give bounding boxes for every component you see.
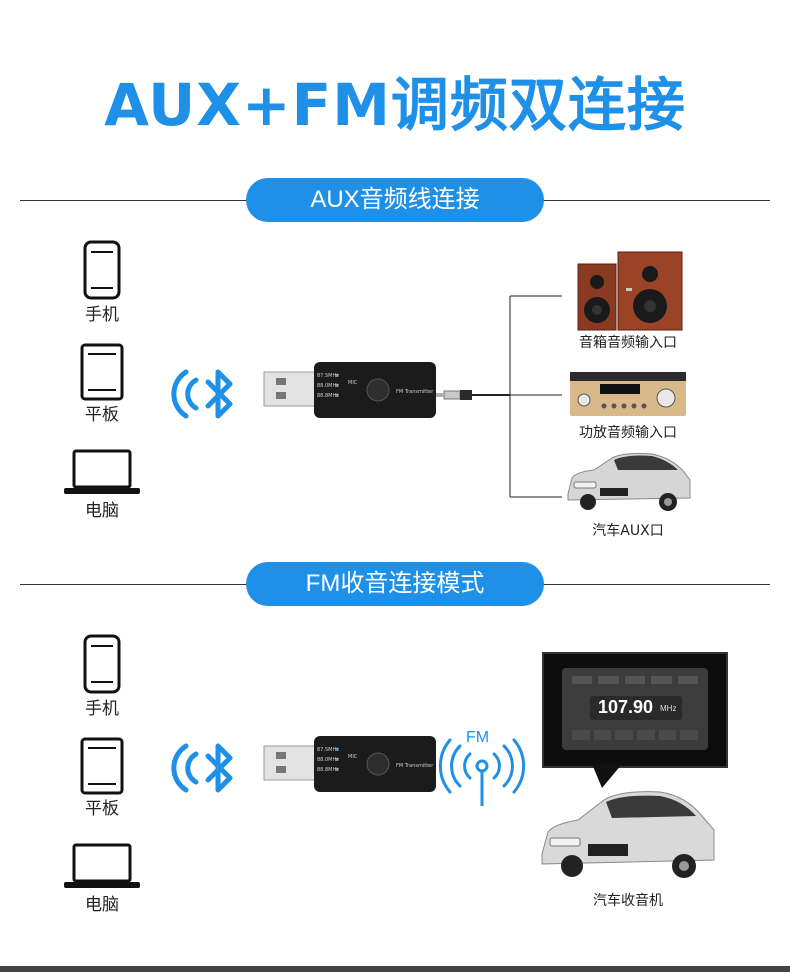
device-tablet: 平板 xyxy=(62,343,142,425)
output-amplifier: 功放音频输入口 xyxy=(566,370,690,442)
freq-line-1: 87.5MHz xyxy=(317,373,339,379)
output-car-aux: 汽车AUX口 xyxy=(560,448,696,540)
output-label: 音箱音频输入口 xyxy=(579,335,677,351)
freq-line-2: 88.0MHz xyxy=(317,383,339,389)
speaker-icon xyxy=(577,251,683,331)
device-tablet: 平板 xyxy=(62,737,142,819)
divider-right xyxy=(540,200,770,201)
laptop-icon xyxy=(64,843,140,888)
car-radio-screen: 107.90 MHz xyxy=(542,652,728,768)
brand-text: FM Transmitter xyxy=(396,389,434,395)
device-label: 电脑 xyxy=(85,501,119,521)
freq-line-1: 87.5MHz xyxy=(317,747,339,753)
device-laptop: 电脑 xyxy=(62,842,142,915)
amplifier-icon xyxy=(570,372,686,416)
fm-broadcast: FM xyxy=(438,724,526,810)
fm-transmitter-dongle: 87.5MHz 88.0MHz 88.8MHz MIC FM Transmitt… xyxy=(262,722,442,802)
divider-left xyxy=(20,584,250,585)
fm-broadcast-icon: FM xyxy=(438,729,526,806)
tablet-icon xyxy=(80,343,124,401)
fm-label: FM xyxy=(466,729,489,746)
output-label: 汽车收音机 xyxy=(593,893,663,909)
brand-text: FM Transmitter xyxy=(396,763,434,769)
output-car-radio: 汽车收音机 xyxy=(536,784,720,910)
device-label: 平板 xyxy=(85,405,119,425)
device-laptop: 电脑 xyxy=(62,448,142,521)
phone-icon xyxy=(83,634,121,694)
mic-label: MIC xyxy=(348,754,358,760)
freq-line-3: 88.8MHz xyxy=(317,393,339,399)
bluetooth-icon xyxy=(171,369,233,419)
section-fm-header: FM收音连接模式 xyxy=(246,562,544,606)
divider-left xyxy=(20,200,250,201)
device-label: 平板 xyxy=(85,799,119,819)
radio-unit: MHz xyxy=(660,704,677,713)
audio-cable-branches xyxy=(436,295,562,498)
car-icon xyxy=(567,453,691,511)
output-label: 汽车AUX口 xyxy=(592,523,664,539)
freq-line-3: 88.8MHz xyxy=(317,767,339,773)
device-phone: 手机 xyxy=(62,634,142,719)
laptop-icon xyxy=(64,449,140,494)
bluetooth-icon xyxy=(171,743,233,793)
radio-frequency: 107.90 xyxy=(598,697,654,717)
radio-display: 107.90 MHz xyxy=(562,668,708,750)
bluetooth-signal xyxy=(170,362,242,426)
bluetooth-signal xyxy=(170,736,242,800)
output-speakers: 音箱音频输入口 xyxy=(566,248,690,352)
bottom-border xyxy=(0,966,790,972)
device-label: 手机 xyxy=(85,305,119,325)
radio-preset-row xyxy=(572,730,699,740)
divider-right xyxy=(540,584,770,585)
radio-button-row xyxy=(572,676,699,684)
fm-transmitter-dongle: 87.5MHz 88.0MHz 88.8MHz MIC FM Transmitt… xyxy=(262,348,442,428)
screen-pointer xyxy=(592,764,622,788)
device-label: 电脑 xyxy=(85,895,119,915)
phone-icon xyxy=(83,240,121,300)
tablet-icon xyxy=(80,737,124,795)
frequency-panel: 107.90 MHz xyxy=(590,696,682,720)
freq-line-2: 88.0MHz xyxy=(317,757,339,763)
section-aux-header: AUX音频线连接 xyxy=(246,178,544,222)
output-label: 功放音频输入口 xyxy=(579,425,677,441)
device-phone: 手机 xyxy=(62,240,142,325)
device-label: 手机 xyxy=(85,699,119,719)
car-icon xyxy=(541,791,715,878)
mic-label: MIC xyxy=(348,380,358,386)
page-title: AUX+FM调频双连接 xyxy=(104,71,686,139)
